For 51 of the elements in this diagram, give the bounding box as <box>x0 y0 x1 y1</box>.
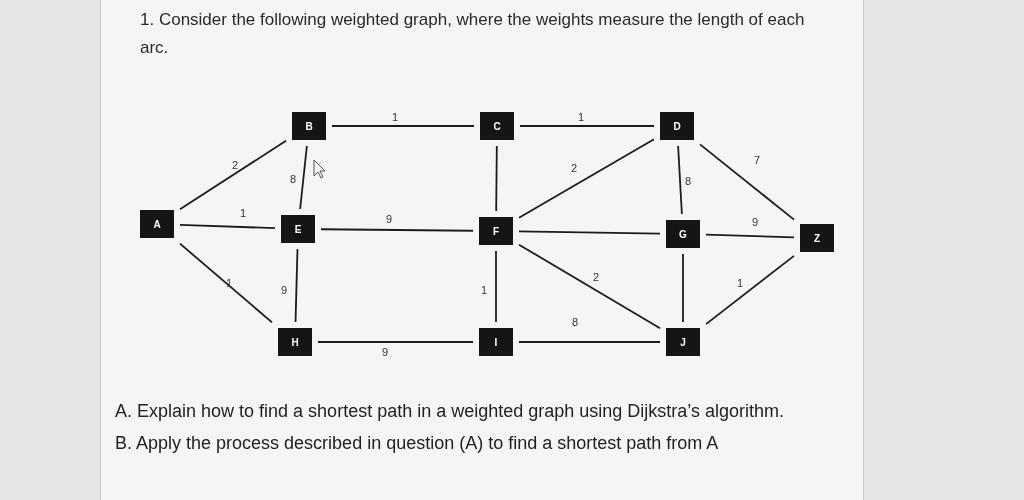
edge-line <box>518 138 655 219</box>
edge-line <box>519 125 655 127</box>
edge-line <box>179 223 276 230</box>
edge-label: 1 <box>577 111 585 123</box>
edge-line <box>677 145 683 215</box>
edge-label: 7 <box>753 154 761 166</box>
question-item: A. Explain how to find a shortest path in a weighted graph using Dijkstra’s algorithm. <box>115 400 786 423</box>
edge-line <box>179 242 273 324</box>
edge-line <box>179 139 287 211</box>
edge-label: 9 <box>385 213 393 225</box>
vertex-box: G <box>666 220 700 248</box>
edge-label: 8 <box>289 173 297 185</box>
edge-label: 9 <box>751 216 759 228</box>
edge-line <box>495 250 497 323</box>
edge-label: 1 <box>480 284 488 296</box>
vertex-box: Z <box>800 224 834 252</box>
edge-line <box>705 254 795 326</box>
edge-label: 2 <box>231 159 239 171</box>
edge-label: 8 <box>684 175 692 187</box>
edge-line <box>320 228 474 232</box>
edge-label: 1 <box>225 277 233 289</box>
question-text: 1. Consider the following weighted graph, where the weights measure the length of each arc. <box>140 9 806 59</box>
vertex-box: J <box>666 328 700 356</box>
edge-label: 9 <box>280 284 288 296</box>
vertex-box: A <box>140 210 174 238</box>
vertex-box: E <box>281 215 315 243</box>
vertex-box: D <box>660 112 694 140</box>
edge-line <box>518 341 661 343</box>
edge-line <box>495 145 498 212</box>
edge-line <box>331 125 475 127</box>
edge-label: 2 <box>570 162 578 174</box>
question-item: B. Apply the process described in question (A) to find a shortest path from A <box>115 432 720 455</box>
edge-line <box>294 248 299 323</box>
edge-line <box>705 233 795 239</box>
edge-line <box>699 143 795 221</box>
edge-label: 9 <box>381 346 389 358</box>
edge-line <box>317 341 474 343</box>
edge-label: 8 <box>571 316 579 328</box>
vertex-box: F <box>479 217 513 245</box>
vertex-box: C <box>480 112 514 140</box>
edge-line <box>518 230 661 235</box>
vertex-box: H <box>278 328 312 356</box>
edge-line <box>682 253 684 323</box>
edge-label: 2 <box>592 271 600 283</box>
edge-label: 1 <box>239 207 247 219</box>
edge-label: 1 <box>736 277 744 289</box>
edge-label: 1 <box>391 111 399 123</box>
edge-line <box>299 145 308 210</box>
edge-line <box>518 243 661 330</box>
vertex-box: I <box>479 328 513 356</box>
vertex-box: B <box>292 112 326 140</box>
